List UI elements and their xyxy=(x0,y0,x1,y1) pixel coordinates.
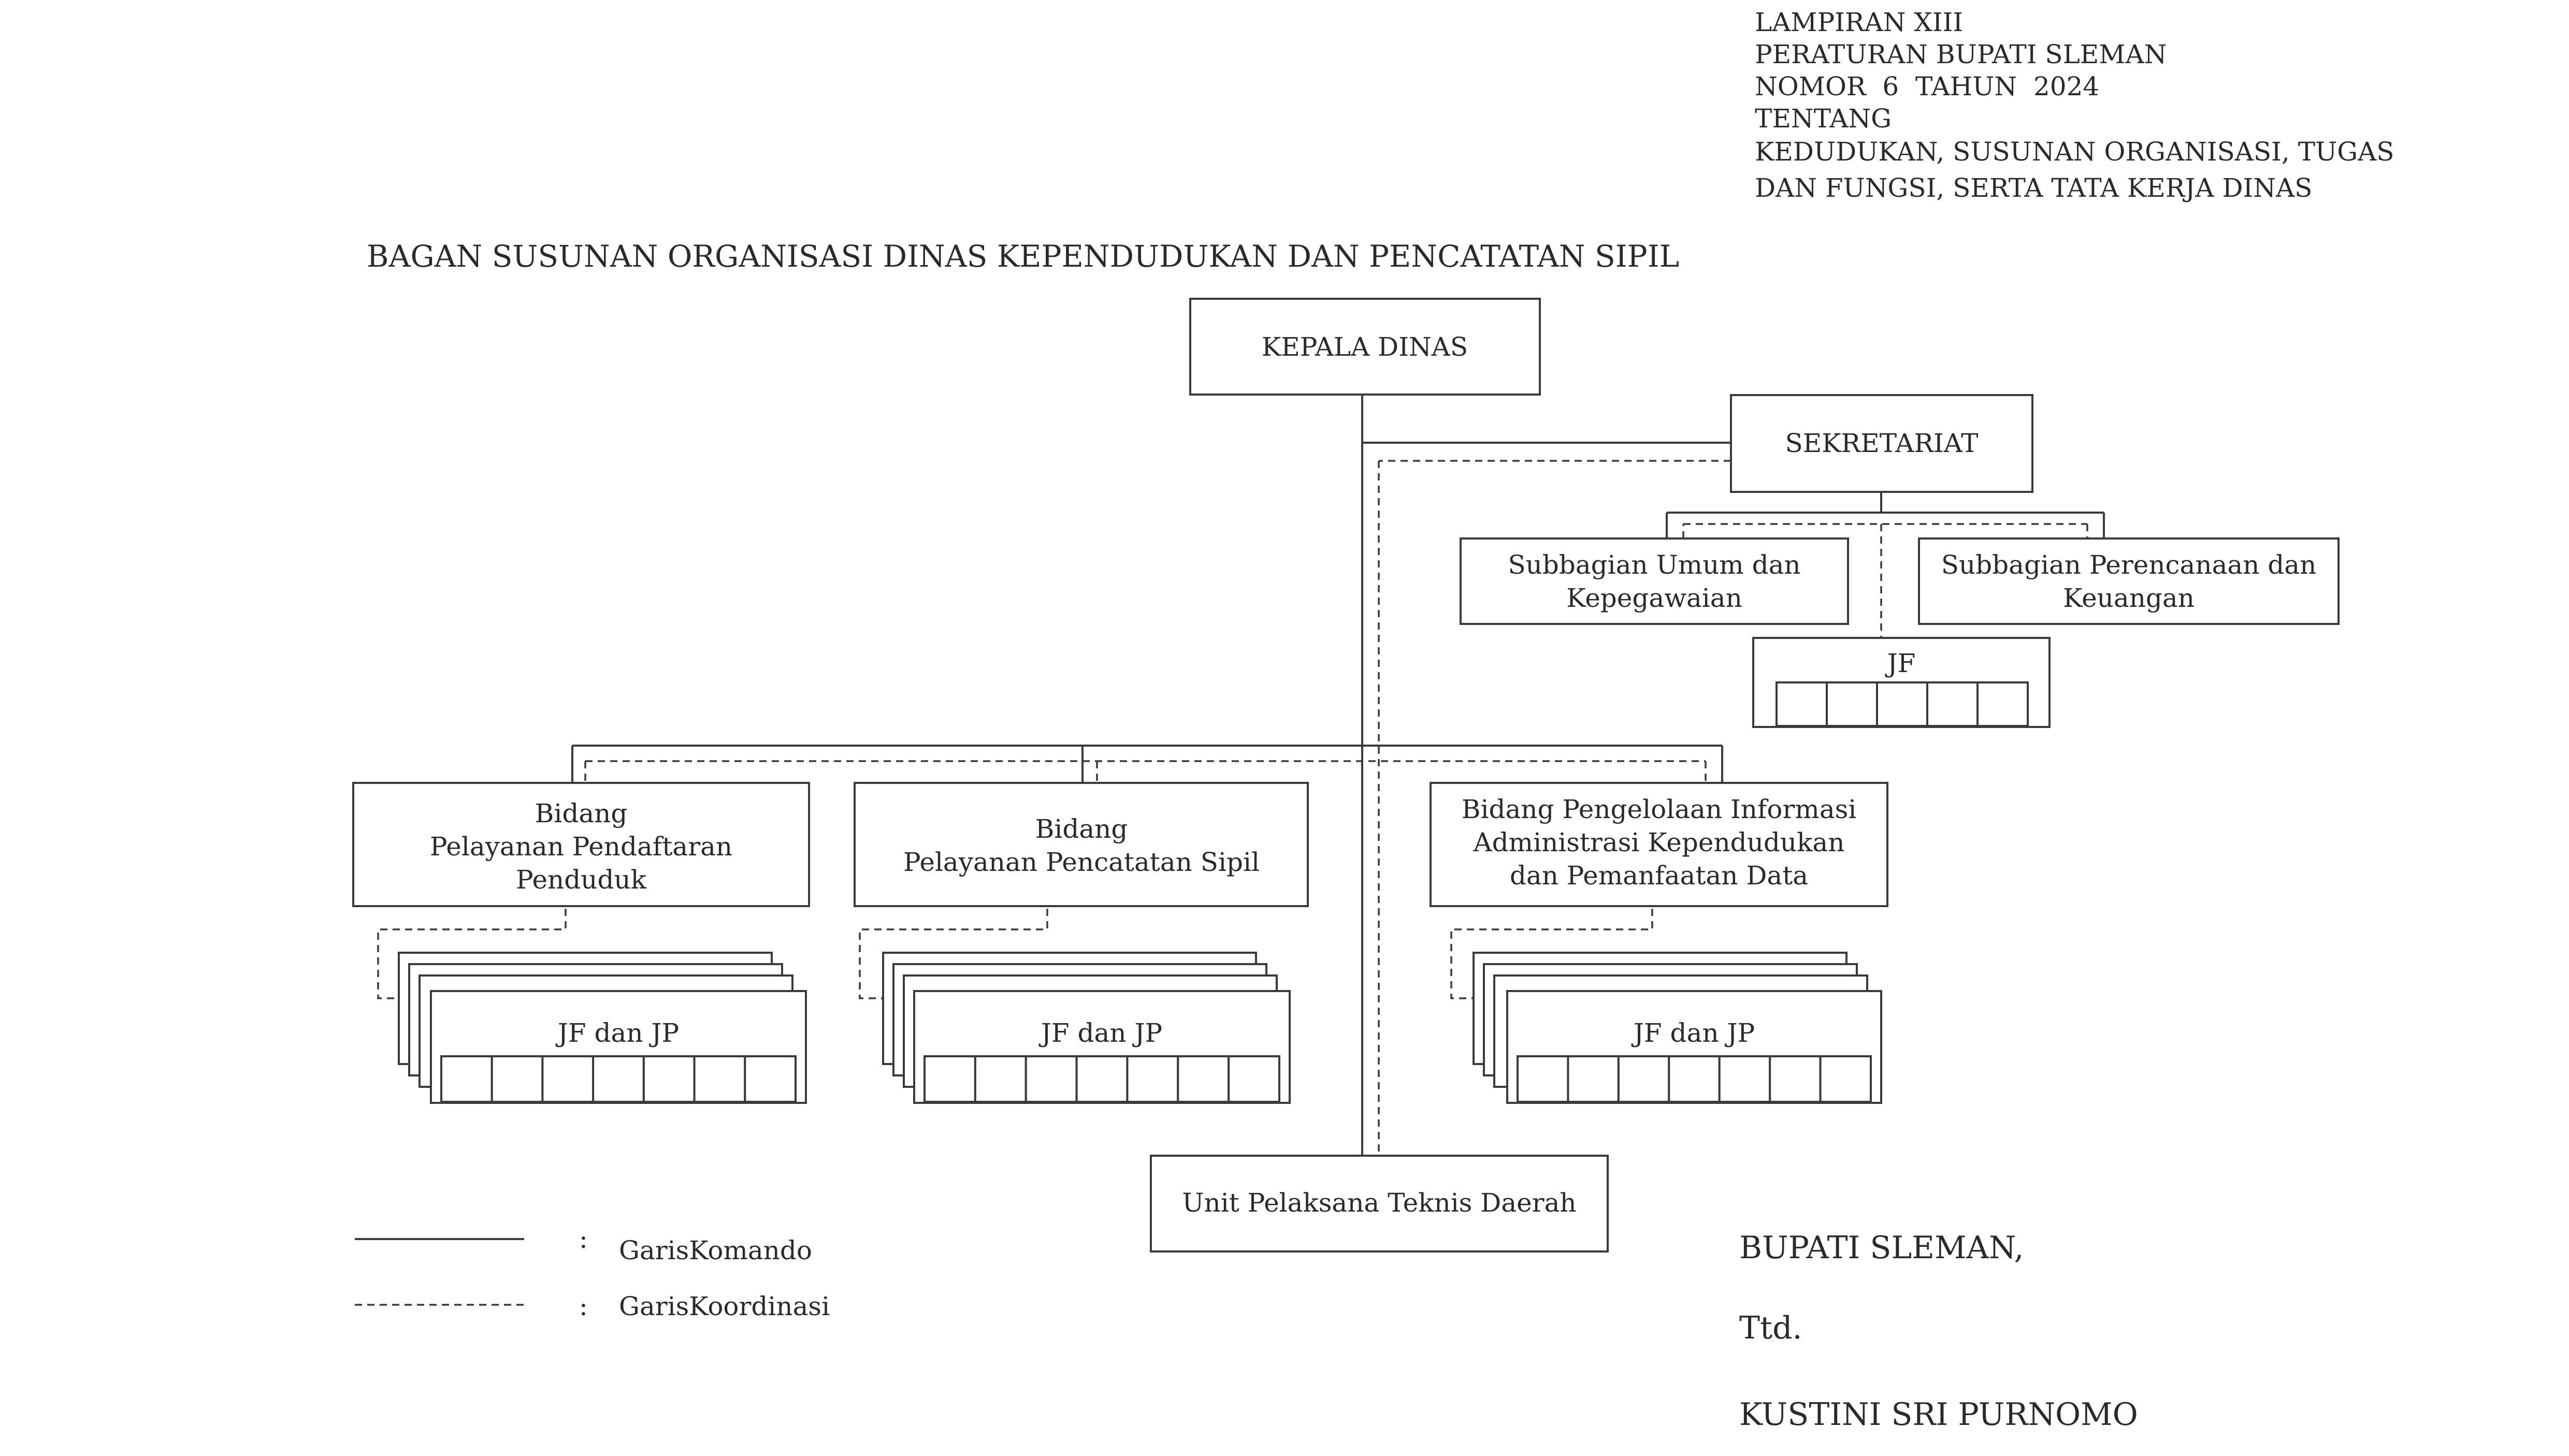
jf-cell xyxy=(744,1055,797,1103)
jf-cell xyxy=(1876,681,1928,727)
uptd-box: Unit Pelaksana Teknis Daerah xyxy=(1150,1155,1609,1253)
sekretariat-label: SEKRETARIAT xyxy=(1785,428,1978,458)
jf-cell xyxy=(440,1055,493,1103)
jf-sekretariat-box: JF xyxy=(1752,637,2051,728)
jf-cell xyxy=(1668,1055,1721,1103)
coord-jfjp-2 xyxy=(859,909,1048,999)
bidang-informasi-label-2: Administrasi Kependudukan xyxy=(1473,827,1845,857)
jf-cell xyxy=(1024,1055,1078,1103)
subbag-perencanaan-box: Subbagian Perencanaan dan Keuangan xyxy=(1918,537,2340,625)
signature-ttd: Ttd. xyxy=(1739,1310,1802,1346)
jf-cell xyxy=(1976,681,2029,727)
chart-title: BAGAN SUSUNAN ORGANISASI DINAS KEPENDUDU… xyxy=(367,239,1679,274)
jf-cell xyxy=(923,1055,976,1103)
header-line-3: NOMOR 6 TAHUN 2024 xyxy=(1755,71,2099,101)
jf-cell xyxy=(1567,1055,1620,1103)
kepala-dinas-label: KEPALA DINAS xyxy=(1262,332,1468,362)
bidang-pencatatan-label-2: Pelayanan Pencatatan Sipil xyxy=(903,847,1260,877)
jf-cell xyxy=(1617,1055,1670,1103)
bidang-pendaftaran-label-2: Pelayanan Pendaftaran xyxy=(430,832,732,862)
jf-sekretariat-label: JF xyxy=(1885,648,1916,678)
jf-cell xyxy=(1075,1055,1129,1103)
jf-cell xyxy=(1126,1055,1179,1103)
bidang-informasi-label-3: dan Pemanfaatan Data xyxy=(1510,861,1808,891)
jf-cell xyxy=(1826,681,1878,727)
bidang-informasi-label-1: Bidang Pengelolaan Informasi xyxy=(1462,794,1857,824)
subbag-umum-box: Subbagian Umum dan Kepegawaian xyxy=(1460,537,1849,625)
jf-cell xyxy=(1718,1055,1771,1103)
bidang-pendaftaran-label-1: Bidang xyxy=(535,798,628,828)
subbag-umum-label-1: Subbagian Umum dan xyxy=(1508,550,1800,580)
coord-jfjp-1 xyxy=(377,909,567,999)
jf-cell xyxy=(592,1055,645,1103)
jf-cell xyxy=(1776,681,1828,727)
subbag-umum-label-2: Kepegawaian xyxy=(1566,583,1742,613)
subbag-perencanaan-label-2: Keuangan xyxy=(2063,583,2195,613)
header-line-5: KEDUDUKAN, SUSUNAN ORGANISASI, TUGAS xyxy=(1755,137,2394,167)
bidang-pencatatan-label-1: Bidang xyxy=(1035,814,1128,844)
legend-koordinasi-label: GarisKoordinasi xyxy=(619,1291,830,1321)
jf-cell xyxy=(1769,1055,1822,1103)
bidang-pendaftaran-label-3: Penduduk xyxy=(516,865,647,895)
jf-cell xyxy=(1819,1055,1872,1103)
signature-block: BUPATI SLEMAN, Ttd. KUSTINI SRI PURNOMO xyxy=(1739,1230,2138,1433)
coord-jfjp-3 xyxy=(1450,909,1653,999)
subbag-perencanaan-label-1: Subbagian Perencanaan dan xyxy=(1941,550,2317,580)
bidang-pendaftaran-box: Bidang Pelayanan Pendaftaran Penduduk xyxy=(352,782,810,907)
jf-jp-2-label: JF dan JP xyxy=(1038,1018,1162,1048)
jf-cell xyxy=(642,1055,696,1103)
kepala-dinas-box: KEPALA DINAS xyxy=(1189,298,1541,396)
jf-cell xyxy=(541,1055,595,1103)
jf-jp-stack-3: JF dan JP xyxy=(1473,952,1882,1104)
signature-office: BUPATI SLEMAN, xyxy=(1739,1230,2024,1266)
uptd-label: Unit Pelaksana Teknis Daerah xyxy=(1182,1188,1576,1218)
legend-komando-label: GarisKomando xyxy=(619,1235,812,1265)
jf-jp-stack-1: JF dan JP xyxy=(398,952,807,1104)
command-lines xyxy=(571,395,2105,1156)
legend: : GarisKomando : GarisKoordinasi xyxy=(355,1224,830,1321)
legend-separator-2: : xyxy=(579,1291,588,1321)
jf-jp-stack-2: JF dan JP xyxy=(882,952,1291,1104)
bidang-informasi-box: Bidang Pengelolaan Informasi Administras… xyxy=(1430,782,1888,907)
header-line-1: LAMPIRAN XIII xyxy=(1755,7,1963,37)
signature-name: KUSTINI SRI PURNOMO xyxy=(1739,1396,2138,1433)
coordination-lines xyxy=(377,460,2088,1156)
header-line-6: DAN FUNGSI, SERTA TATA KERJA DINAS xyxy=(1755,173,2312,203)
sekretariat-box: SEKRETARIAT xyxy=(1730,394,2033,493)
jf-cell xyxy=(1228,1055,1280,1103)
jf-cell xyxy=(490,1055,544,1103)
jf-cell xyxy=(1177,1055,1230,1103)
jf-cell xyxy=(1517,1055,1569,1103)
header-line-4: TENTANG xyxy=(1755,104,1892,134)
header-line-2: PERATURAN BUPATI SLEMAN xyxy=(1755,39,2167,69)
jf-cell xyxy=(974,1055,1027,1103)
legend-separator-1: : xyxy=(579,1224,588,1254)
jf-jp-3-label: JF dan JP xyxy=(1631,1018,1755,1048)
bidang-pencatatan-box: Bidang Pelayanan Pencatatan Sipil xyxy=(854,782,1309,907)
jf-cell xyxy=(693,1055,746,1103)
header-note: LAMPIRAN XIII PERATURAN BUPATI SLEMAN NO… xyxy=(1755,7,2394,203)
jf-cell xyxy=(1926,681,1979,727)
jf-jp-1-label: JF dan JP xyxy=(555,1018,679,1048)
